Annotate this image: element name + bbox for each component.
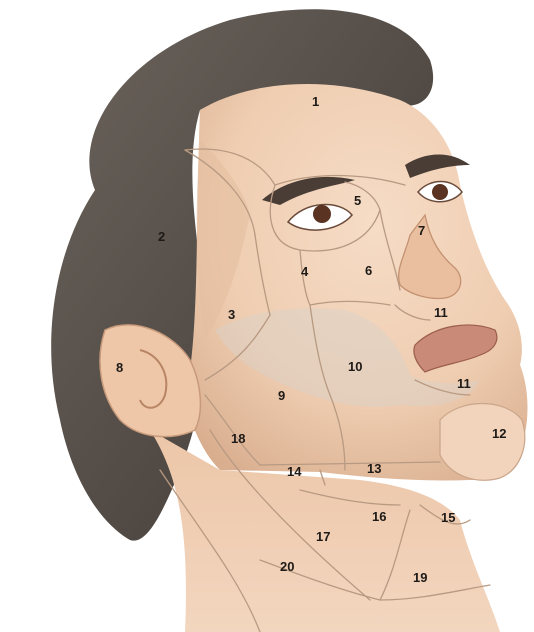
region-label: 19 [413, 570, 427, 585]
region-label: 5 [354, 193, 361, 208]
iris-left [432, 184, 448, 200]
region-label: 3 [228, 307, 235, 322]
region-label: 2 [158, 229, 165, 244]
region-label: 12 [492, 426, 506, 441]
region-label: 10 [348, 359, 362, 374]
region-label: 15 [441, 510, 455, 525]
region-label: 11 [457, 376, 471, 391]
region-label: 13 [367, 461, 381, 476]
region-label: 9 [278, 388, 285, 403]
region-label: 6 [365, 263, 372, 278]
region-label: 7 [418, 223, 425, 238]
chin [440, 404, 525, 481]
region-label: 20 [280, 559, 294, 574]
iris-right [313, 205, 331, 223]
region-label: 18 [231, 431, 245, 446]
region-label: 16 [372, 509, 386, 524]
region-label: 1 [312, 94, 319, 109]
region-label: 4 [301, 264, 309, 279]
region-label: 17 [316, 529, 330, 544]
region-label: 8 [116, 360, 123, 375]
region-label: 14 [287, 464, 302, 479]
region-label: 11 [434, 305, 448, 320]
